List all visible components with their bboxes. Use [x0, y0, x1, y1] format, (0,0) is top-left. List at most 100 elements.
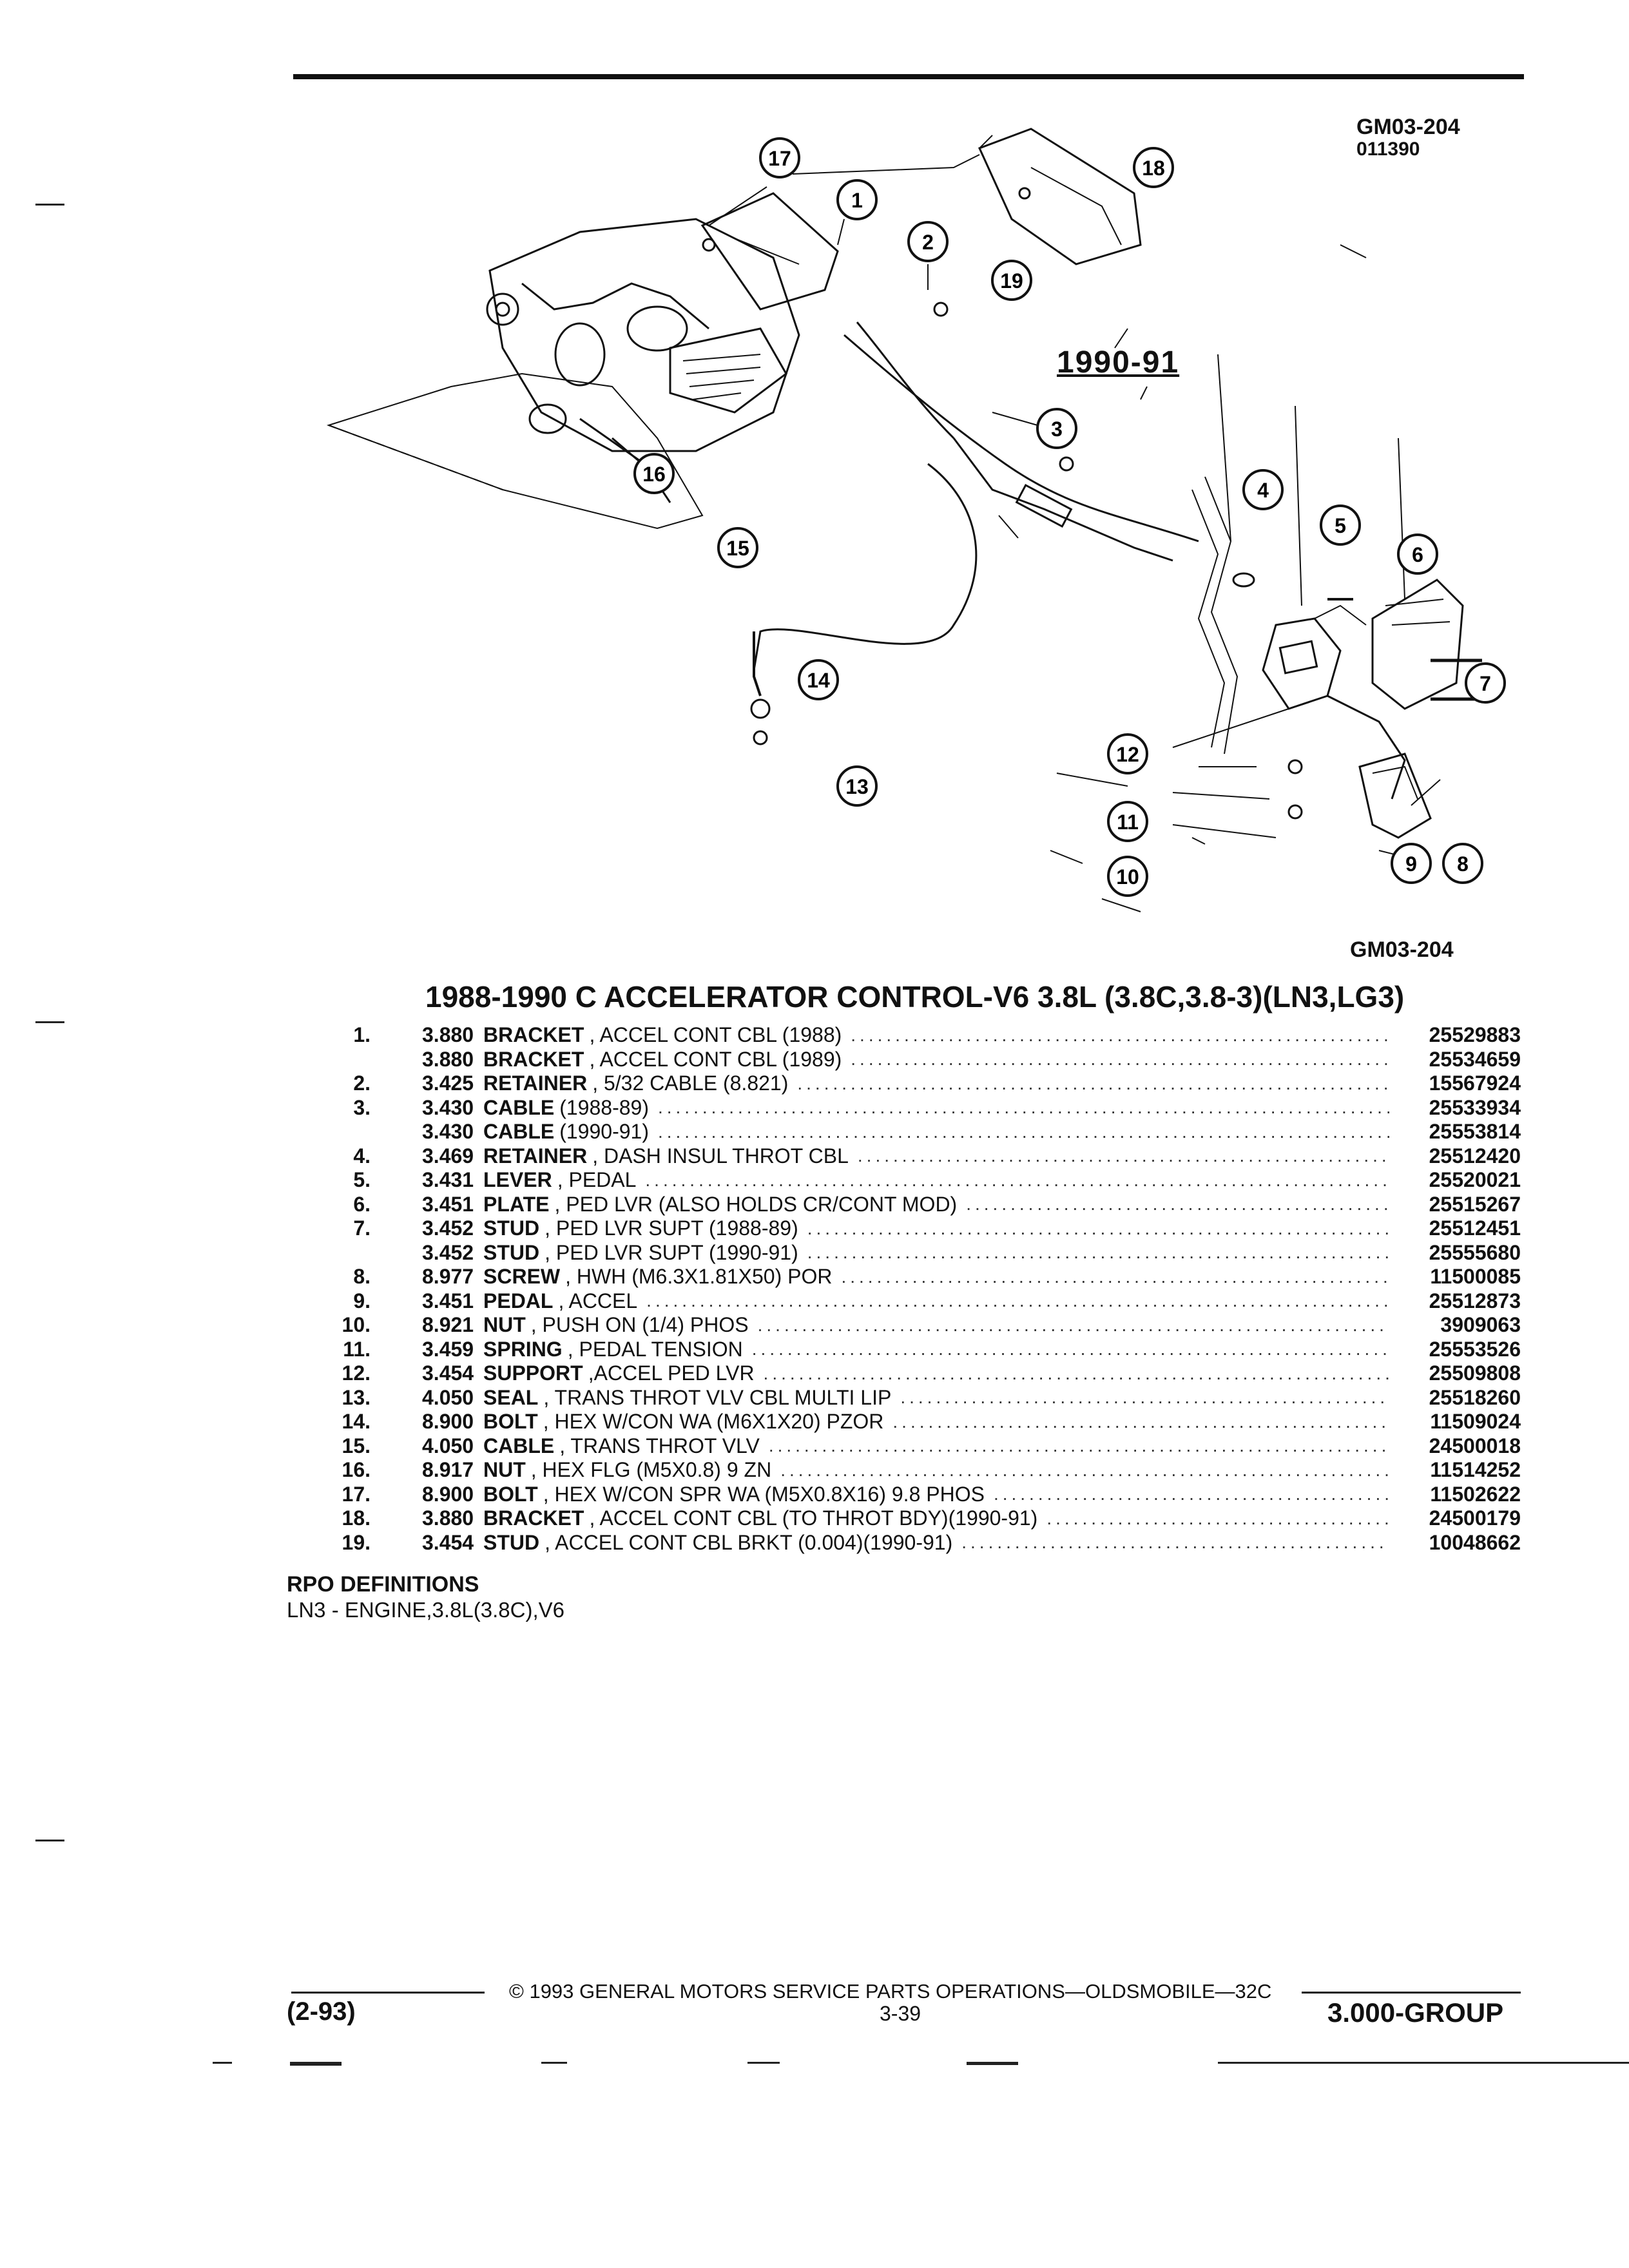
part-number: 3.	[353, 1095, 371, 1119]
callout-11: 11	[1107, 801, 1148, 842]
part-description: BOLT, HEX W/CON WA (M6X1X20) PZOR	[483, 1410, 883, 1434]
svg-text:3: 3	[1051, 418, 1063, 441]
rpo-definition: LN3 - ENGINE,3.8L(3.8C),V6	[287, 1598, 564, 1622]
part-pn: 25553814	[1429, 1120, 1521, 1144]
part-detail: , ACCEL CONT CBL (1989)	[589, 1047, 842, 1071]
group-number: 3.880	[422, 1047, 474, 1071]
svg-text:19: 19	[1000, 269, 1023, 293]
part-detail: , ACCEL CONT CBL (1988)	[589, 1023, 842, 1047]
callout-2: 2	[907, 221, 949, 262]
part-name: SEAL	[483, 1385, 539, 1409]
part-description: PLATE, PED LVR (ALSO HOLDS CR/CONT MOD)	[483, 1193, 957, 1216]
part-number: 12.	[342, 1361, 371, 1385]
part-description: CABLE, TRANS THROT VLV	[483, 1434, 760, 1458]
leader-dots: ........................................…	[645, 1171, 1389, 1189]
svg-text:9: 9	[1405, 852, 1417, 876]
bottom-scan-rule	[213, 2062, 1629, 2066]
part-name: PEDAL	[483, 1289, 554, 1312]
part-detail: , PUSH ON (1/4) PHOS	[530, 1313, 749, 1337]
part-detail: , PEDAL TENSION	[567, 1337, 743, 1361]
callout-16: 16	[633, 453, 675, 494]
part-name: LEVER	[483, 1168, 552, 1192]
part-detail: , HWH (M6.3X1.81X50) POR	[565, 1265, 833, 1289]
scan-mark	[290, 2062, 342, 2066]
part-description: STUD, PED LVR SUPT (1990-91)	[483, 1241, 798, 1265]
leader-dots: ........................................…	[780, 1461, 1389, 1479]
group-number: 8.921	[422, 1313, 474, 1337]
leader-dots: ........................................…	[966, 1195, 1389, 1214]
leader-dots: ........................................…	[857, 1147, 1389, 1166]
callout-18: 18	[1133, 147, 1174, 188]
part-detail: , ACCEL CONT CBL (TO THROT BDY)(1990-91)	[589, 1506, 1038, 1530]
part-pn: 3909063	[1440, 1313, 1521, 1337]
part-description: NUT, HEX FLG (M5X0.8) 9 ZN	[483, 1458, 771, 1482]
part-number: 5.	[353, 1168, 371, 1192]
svg-text:11: 11	[1117, 811, 1139, 834]
svg-text:1: 1	[851, 189, 863, 212]
part-number: 18.	[342, 1506, 371, 1530]
part-pn: 25553526	[1429, 1337, 1521, 1361]
svg-text:5: 5	[1335, 514, 1346, 537]
part-description: SPRING, PEDAL TENSION	[483, 1338, 743, 1361]
svg-text:8: 8	[1457, 852, 1469, 876]
part-name: PLATE	[483, 1192, 550, 1216]
leader-dots: ........................................…	[763, 1364, 1389, 1383]
callout-5: 5	[1320, 505, 1361, 546]
part-name: BOLT	[483, 1410, 538, 1434]
part-number: 2.	[353, 1072, 371, 1095]
figure-code: GM03-204	[1356, 115, 1460, 139]
part-name: RETAINER	[483, 1072, 588, 1095]
leader-dots: ........................................…	[751, 1340, 1389, 1359]
callout-8: 8	[1442, 843, 1483, 884]
group-number: 4.050	[422, 1385, 474, 1409]
diagram-year-label: 1990-91	[1057, 345, 1180, 380]
part-number: 14.	[342, 1410, 371, 1434]
part-description: BOLT, HEX W/CON SPR WA (M5X0.8X16) 9.8 P…	[483, 1483, 985, 1506]
part-description: RETAINER, 5/32 CABLE (8.821)	[483, 1072, 788, 1095]
part-detail: , ACCEL	[558, 1289, 638, 1312]
part-name: STUD	[483, 1216, 540, 1240]
scan-mark	[213, 2062, 232, 2064]
part-pn: 25520021	[1429, 1168, 1521, 1192]
callout-1: 1	[836, 179, 878, 220]
part-pn: 15567924	[1429, 1072, 1521, 1095]
svg-text:12: 12	[1116, 743, 1139, 766]
part-name: CABLE	[483, 1434, 555, 1457]
part-number: 17.	[342, 1482, 371, 1506]
part-detail: , ACCEL CONT CBL BRKT (0.004)(1990-91)	[545, 1530, 953, 1554]
part-name: RETAINER	[483, 1144, 588, 1168]
callout-4: 4	[1242, 469, 1284, 510]
part-name: STUD	[483, 1240, 540, 1264]
part-name: CABLE	[483, 1095, 555, 1119]
part-detail: , TRANS THROT VLV	[559, 1434, 760, 1457]
part-number: 9.	[353, 1289, 371, 1312]
part-pn: 11514252	[1430, 1458, 1521, 1482]
margin-mark	[35, 204, 64, 206]
part-pn: 25518260	[1429, 1385, 1521, 1409]
part-pn: 11502622	[1430, 1482, 1521, 1506]
part-number: 1.	[353, 1023, 371, 1047]
group-number: 3.454	[422, 1361, 474, 1385]
part-number: 15.	[342, 1434, 371, 1457]
svg-text:16: 16	[642, 463, 666, 486]
group-number: 3.425	[422, 1072, 474, 1095]
part-pn: 24500179	[1429, 1506, 1521, 1530]
leader-dots: ........................................…	[657, 1099, 1389, 1117]
svg-text:15: 15	[726, 537, 749, 560]
part-detail: , HEX FLG (M5X0.8) 9 ZN	[530, 1458, 772, 1482]
svg-text:10: 10	[1116, 865, 1139, 889]
rpo-heading: RPO DEFINITIONS	[287, 1572, 479, 1597]
part-name: NUT	[483, 1458, 526, 1482]
